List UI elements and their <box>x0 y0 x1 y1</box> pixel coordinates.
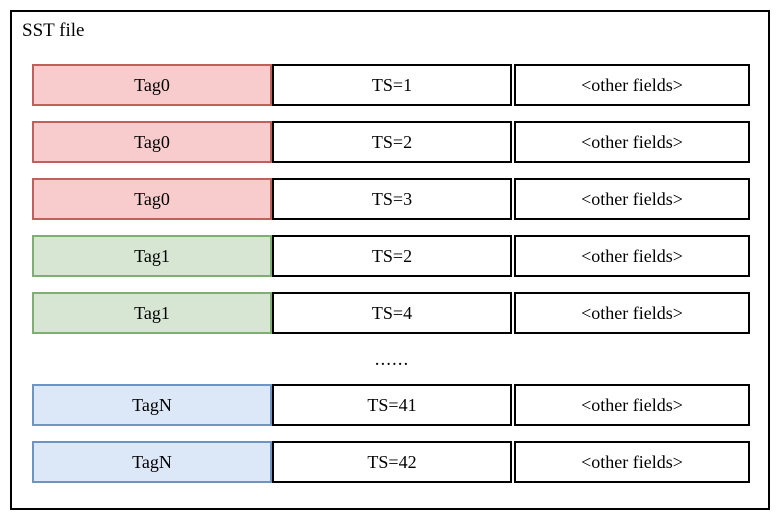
timestamp-cell: TS=4 <box>272 292 512 334</box>
tag-cell: Tag1 <box>32 235 272 277</box>
timestamp-label: TS=1 <box>371 75 413 95</box>
tag-label: TagN <box>132 452 172 472</box>
timestamp-cell: TS=2 <box>272 235 512 277</box>
timestamp-cell: TS=2 <box>272 121 512 163</box>
sst-file-label: SST file <box>22 20 85 41</box>
tag-cell: Tag0 <box>32 178 272 220</box>
tag-cell: TagN <box>32 384 272 426</box>
timestamp-label: TS=2 <box>371 246 413 266</box>
tag-cell: Tag1 <box>32 292 272 334</box>
timestamp-label: TS=2 <box>371 132 413 152</box>
other-fields-cell: <other fields> <box>514 292 750 334</box>
other-fields-cell: <other fields> <box>514 384 750 426</box>
record-list: Tag0 TS=1 <other fields> Tag0 TS=2 <othe… <box>32 64 750 498</box>
record-row: TagN TS=41 <other fields> <box>32 384 750 426</box>
record-row: Tag1 TS=2 <other fields> <box>32 235 750 277</box>
record-row: TagN TS=42 <other fields> <box>32 441 750 483</box>
tag-cell: Tag0 <box>32 64 272 106</box>
timestamp-label: TS=42 <box>367 452 417 472</box>
other-fields-label: <other fields> <box>581 452 683 472</box>
tag-label: TagN <box>132 395 172 415</box>
other-fields-cell: <other fields> <box>514 121 750 163</box>
other-fields-label: <other fields> <box>581 189 683 209</box>
other-fields-cell: <other fields> <box>514 235 750 277</box>
sst-file-frame: SST file Tag0 TS=1 <other fields> Tag0 T… <box>10 10 770 510</box>
other-fields-cell: <other fields> <box>514 178 750 220</box>
timestamp-label: TS=4 <box>371 303 413 323</box>
tag-label: Tag0 <box>134 75 170 95</box>
other-fields-cell: <other fields> <box>514 64 750 106</box>
other-fields-label: <other fields> <box>581 395 683 415</box>
other-fields-label: <other fields> <box>581 303 683 323</box>
record-row: Tag0 TS=3 <other fields> <box>32 178 750 220</box>
other-fields-label: <other fields> <box>581 132 683 152</box>
tag-label: Tag0 <box>134 189 170 209</box>
tag-cell: Tag0 <box>32 121 272 163</box>
timestamp-label: TS=3 <box>371 189 413 209</box>
timestamp-cell: TS=42 <box>272 441 512 483</box>
other-fields-label: <other fields> <box>581 75 683 95</box>
record-row: Tag0 TS=1 <other fields> <box>32 64 750 106</box>
ellipsis-label: ...... <box>374 349 410 370</box>
tag-label: Tag1 <box>134 246 170 266</box>
tag-label: Tag0 <box>134 132 170 152</box>
tag-label: Tag1 <box>134 303 170 323</box>
record-row: Tag0 TS=2 <other fields> <box>32 121 750 163</box>
timestamp-label: TS=41 <box>367 395 417 415</box>
timestamp-cell: TS=3 <box>272 178 512 220</box>
tag-cell: TagN <box>32 441 272 483</box>
record-row: Tag1 TS=4 <other fields> <box>32 292 750 334</box>
records-ellipsis-separator: ...... <box>32 349 750 371</box>
other-fields-cell: <other fields> <box>514 441 750 483</box>
timestamp-cell: TS=41 <box>272 384 512 426</box>
other-fields-label: <other fields> <box>581 246 683 266</box>
timestamp-cell: TS=1 <box>272 64 512 106</box>
